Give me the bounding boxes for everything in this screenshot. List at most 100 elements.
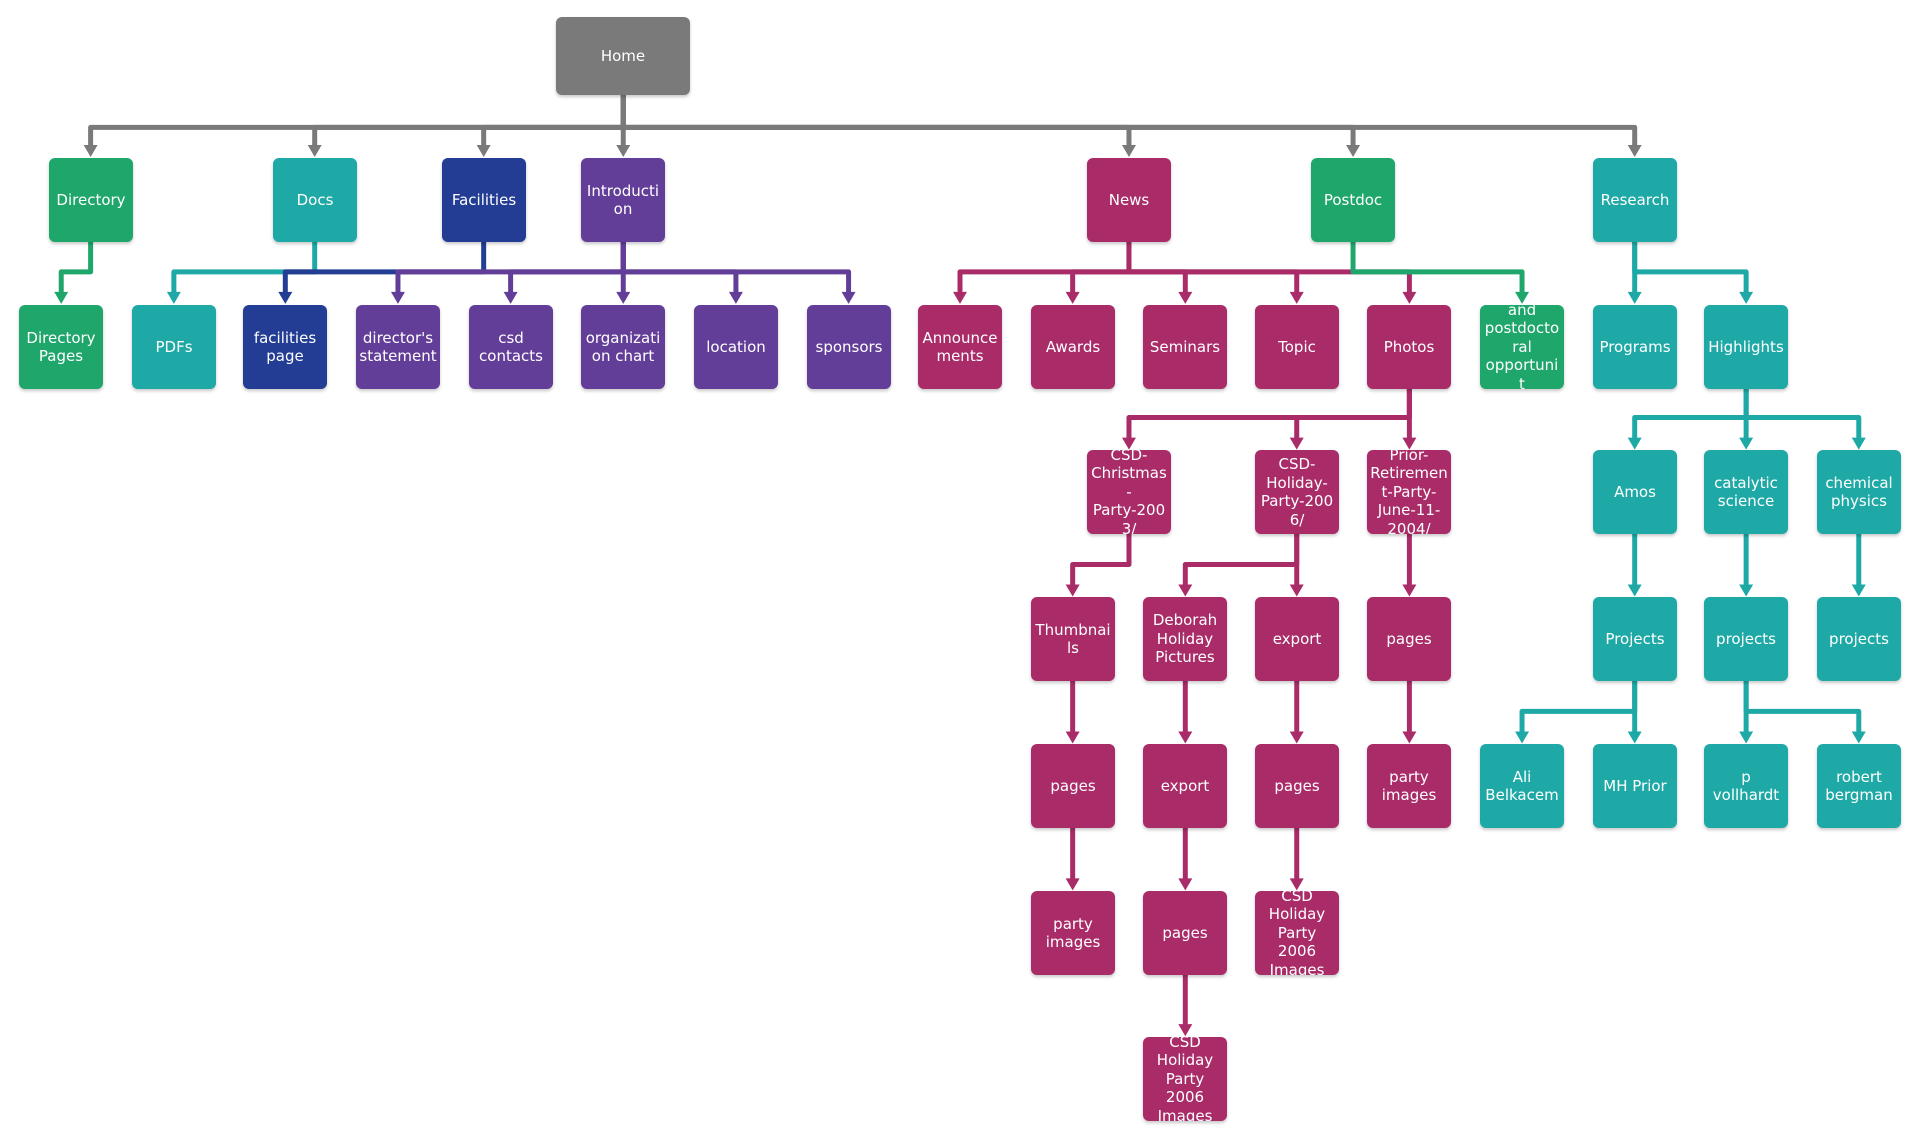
node-projects-amos[interactable]: Projects (1593, 597, 1677, 681)
arrowhead-facilities-page (278, 291, 293, 304)
node-postdoc-opps[interactable]: Current and postdocto ral opportunit ies (1480, 305, 1564, 389)
node-facilities[interactable]: Facilities (442, 158, 526, 242)
arrowhead-directors-statement (390, 291, 405, 304)
edge-introduction-to-csd-contacts (508, 241, 626, 295)
node-label: organizati on chart (585, 328, 661, 366)
node-label: facilities page (253, 328, 317, 366)
arrowhead-ali-belkacem (1515, 731, 1530, 744)
node-catalytic-science[interactable]: catalytic science (1704, 450, 1788, 534)
node-projects-chemical[interactable]: projects (1817, 597, 1901, 681)
arrowhead-location (728, 291, 743, 304)
node-label: party images (1381, 767, 1437, 805)
node-label: robert bergman (1825, 767, 1893, 805)
node-docs[interactable]: Docs (273, 158, 357, 242)
node-awards[interactable]: Awards (1031, 305, 1115, 389)
edge-introduction-to-sponsors (620, 241, 852, 295)
node-pages-export-2006[interactable]: pages (1255, 744, 1339, 828)
node-directors-statement[interactable]: director's statement (356, 305, 440, 389)
node-home[interactable]: Home (556, 17, 690, 95)
node-photos[interactable]: Photos (1367, 305, 1451, 389)
node-csd-christmas-2003[interactable]: CSD- Christmas - Party-200 3/ (1087, 450, 1171, 534)
arrowhead-postdoc-opps (1515, 291, 1530, 304)
edge-postdoc-to-postdoc-opps (1350, 241, 1525, 295)
node-label: Prior- Retiremen t-Party- June-11- 2004/ (1370, 450, 1448, 534)
node-research[interactable]: Research (1593, 158, 1677, 242)
edge-home-to-docs (312, 94, 626, 148)
node-csd-holiday-images-a[interactable]: CSD Holiday Party 2006 Images (1255, 891, 1339, 975)
node-postdoc[interactable]: Postdoc (1311, 158, 1395, 242)
node-prior-retirement-2004[interactable]: Prior- Retiremen t-Party- June-11- 2004/ (1367, 450, 1451, 534)
node-label: party images (1045, 914, 1101, 952)
node-projects-catalytic[interactable]: projects (1704, 597, 1788, 681)
node-label: Docs (296, 190, 334, 209)
node-label: Introducti on (586, 181, 660, 219)
node-party-images-retirement[interactable]: party images (1367, 744, 1451, 828)
node-directory-pages[interactable]: Directory Pages (19, 305, 103, 389)
node-label: projects (1829, 629, 1889, 648)
arrowhead-pages-retirement (1402, 584, 1417, 597)
node-amos[interactable]: Amos (1593, 450, 1677, 534)
arrowhead-csd-holiday-images-b (1178, 1024, 1193, 1037)
node-party-images-thumbnails[interactable]: party images (1031, 891, 1115, 975)
node-facilities-page[interactable]: facilities page (243, 305, 327, 389)
edge-research-to-highlights (1632, 241, 1749, 295)
arrowhead-directory (83, 144, 98, 157)
node-news[interactable]: News (1087, 158, 1171, 242)
edge-news-to-photos (1126, 241, 1412, 295)
node-robert-bergman[interactable]: robert bergman (1817, 744, 1901, 828)
node-label: Facilities (451, 190, 517, 209)
node-export-deborah[interactable]: export (1143, 744, 1227, 828)
edge-photos-to-csd-christmas-2003 (1126, 388, 1412, 441)
node-chemical-physics[interactable]: chemical physics (1817, 450, 1901, 534)
arrowhead-thumbnails (1065, 584, 1080, 597)
node-label: Research (1600, 190, 1670, 209)
node-csd-holiday-images-b[interactable]: CSD Holiday Party 2006 Images (1143, 1037, 1227, 1121)
edge-projects-catalytic-to-robert-bergman (1743, 680, 1862, 735)
arrowhead-pdfs (166, 291, 181, 304)
arrowhead-party-images-thumbnails (1065, 878, 1080, 891)
arrowhead-news (1121, 144, 1136, 157)
node-label: Current and postdocto ral opportunit ies (1484, 305, 1560, 389)
node-programs[interactable]: Programs (1593, 305, 1677, 389)
node-seminars[interactable]: Seminars (1143, 305, 1227, 389)
node-announcements[interactable]: Announce ments (918, 305, 1002, 389)
node-label: pages (1386, 629, 1432, 648)
node-pdfs[interactable]: PDFs (132, 305, 216, 389)
arrowhead-projects-amos (1627, 584, 1642, 597)
node-label: Home (600, 46, 646, 65)
node-highlights[interactable]: Highlights (1704, 305, 1788, 389)
node-csd-contacts[interactable]: csd contacts (469, 305, 553, 389)
node-pages-thumbnails[interactable]: pages (1031, 744, 1115, 828)
node-label: Awards (1045, 337, 1101, 356)
arrowhead-directory-pages (54, 291, 69, 304)
node-organization-chart[interactable]: organizati on chart (581, 305, 665, 389)
edge-photos-to-csd-holiday-2006 (1294, 388, 1412, 441)
node-directory[interactable]: Directory (49, 158, 133, 242)
node-introduction[interactable]: Introducti on (581, 158, 665, 242)
node-csd-holiday-2006[interactable]: CSD- Holiday- Party-200 6/ (1255, 450, 1339, 534)
node-deborah-holiday-pictures[interactable]: Deborah Holiday Pictures (1143, 597, 1227, 681)
arrowhead-deborah-holiday-pictures (1178, 584, 1193, 597)
node-pages-deborah[interactable]: pages (1143, 891, 1227, 975)
node-label: pages (1050, 776, 1096, 795)
node-p-vollhardt[interactable]: p vollhardt (1704, 744, 1788, 828)
node-export-2006[interactable]: export (1255, 597, 1339, 681)
node-pages-retirement[interactable]: pages (1367, 597, 1451, 681)
arrowhead-programs (1627, 291, 1642, 304)
node-topic[interactable]: Topic (1255, 305, 1339, 389)
edge-home-to-facilities (481, 94, 626, 148)
arrowhead-highlights (1739, 291, 1754, 304)
node-label: sponsors (815, 337, 883, 356)
edge-news-to-topic (1126, 241, 1300, 295)
edge-projects-amos-to-ali-belkacem (1519, 680, 1638, 735)
node-ali-belkacem[interactable]: Ali Belkacem (1480, 744, 1564, 828)
node-mh-prior[interactable]: MH Prior (1593, 744, 1677, 828)
node-sponsors[interactable]: sponsors (807, 305, 891, 389)
node-label: p vollhardt (1712, 767, 1780, 805)
node-location[interactable]: location (694, 305, 778, 389)
node-label: Ali Belkacem (1485, 767, 1559, 805)
node-label: Thumbnai ls (1035, 620, 1111, 658)
arrowhead-announcements (953, 291, 967, 304)
node-thumbnails[interactable]: Thumbnai ls (1031, 597, 1115, 681)
node-label: projects (1716, 629, 1776, 648)
